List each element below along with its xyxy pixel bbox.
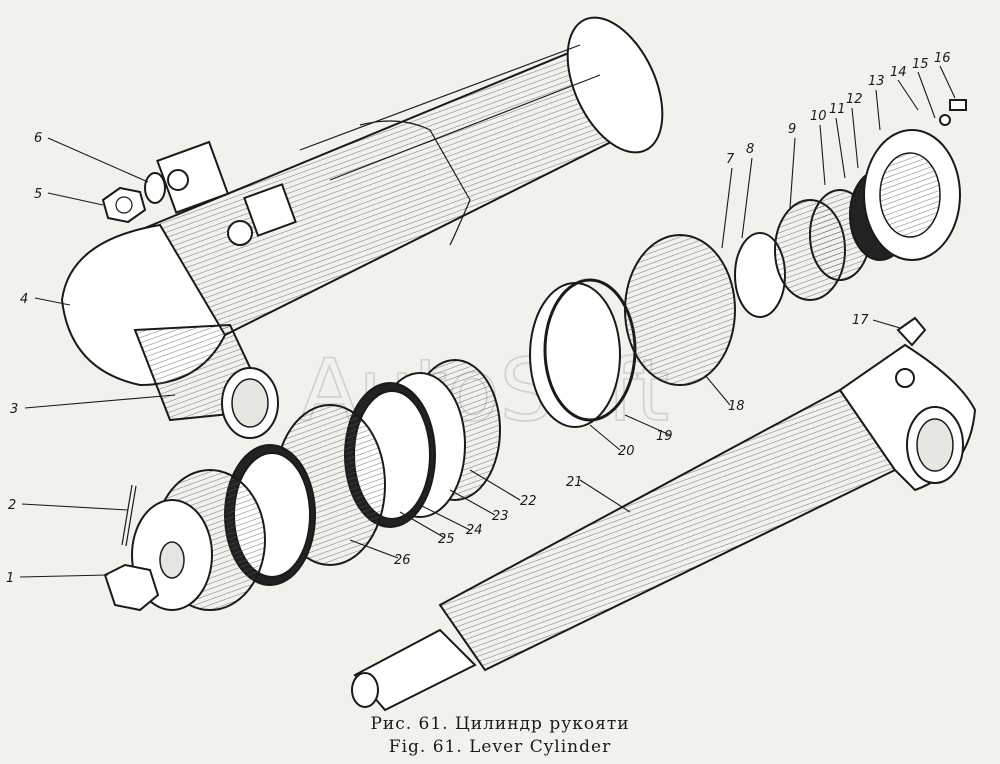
callout-22: 22 <box>520 494 537 509</box>
piston-seal-stack <box>131 359 501 611</box>
ring-part-6 <box>144 172 166 204</box>
callout-23: 23 <box>492 509 509 524</box>
callout-3: 3 <box>10 402 18 417</box>
bushing-part-3 <box>133 323 279 439</box>
callout-16: 16 <box>934 51 951 66</box>
callout-6: 6 <box>34 131 42 146</box>
callout-5: 5 <box>34 187 42 202</box>
plug-part-5 <box>101 186 147 224</box>
grease-fitting-part-17 <box>896 316 927 347</box>
callout-26: 26 <box>394 553 411 568</box>
callout-4: 4 <box>20 292 28 307</box>
callout-24: 24 <box>466 523 483 538</box>
callout-10: 10 <box>810 109 827 124</box>
callout-labels: 1 2 3 4 5 6 7 8 9 10 11 12 13 14 15 16 1… <box>6 51 951 586</box>
leader-lines <box>19 65 956 578</box>
callout-21: 21 <box>566 475 583 490</box>
cotter-pin-part-2 <box>121 484 137 547</box>
piston-rod-part-21 <box>351 343 977 712</box>
callout-9: 9 <box>788 122 796 137</box>
callout-20: 20 <box>618 444 635 459</box>
callout-19: 19 <box>656 429 673 444</box>
cylinder-body <box>60 16 664 387</box>
figure-caption-russian: Рис. 61. Цилиндр рукояти <box>370 714 630 734</box>
figure-caption-english: Fig. 61. Lever Cylinder <box>388 737 612 757</box>
callout-15: 15 <box>912 57 929 72</box>
callout-25: 25 <box>438 532 455 547</box>
callout-14: 14 <box>890 65 907 80</box>
callout-8: 8 <box>746 142 754 157</box>
callout-7: 7 <box>726 152 735 167</box>
callout-2: 2 <box>8 498 16 513</box>
callout-1: 1 <box>6 571 14 586</box>
callout-13: 13 <box>868 74 885 89</box>
callout-17: 17 <box>852 313 869 328</box>
callout-18: 18 <box>728 399 745 414</box>
callout-12: 12 <box>846 92 863 107</box>
castle-nut-part-1 <box>103 563 160 612</box>
callout-11: 11 <box>829 102 846 117</box>
gland-seal-stack <box>529 99 967 428</box>
